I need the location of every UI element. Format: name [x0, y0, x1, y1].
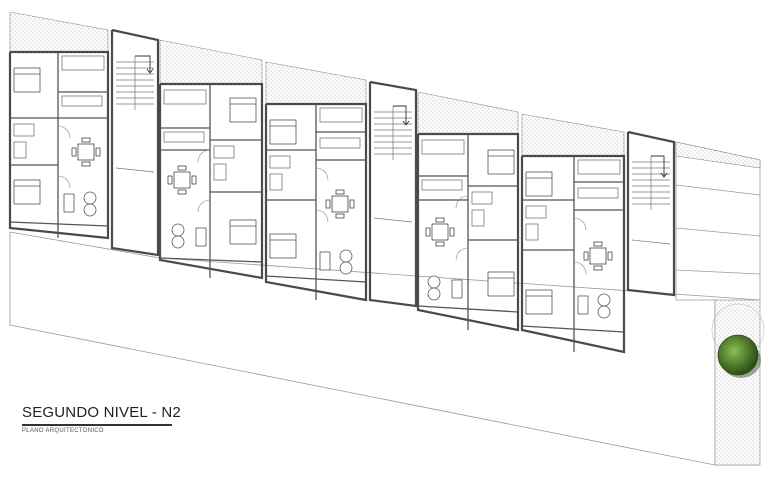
interior-walls: [9, 52, 625, 352]
fixtures: [13, 55, 621, 241]
drawing-title: SEGUNDO NIVEL - N2: [22, 404, 181, 421]
stair-arrow-icon: [135, 55, 668, 178]
door-swings: [57, 125, 587, 275]
tree-icon: [711, 303, 765, 378]
patio-hatch: [9, 11, 761, 466]
stair-flights: [115, 56, 671, 245]
exterior-walls: [8, 28, 676, 354]
title-underline: [22, 424, 172, 426]
dining-table-icon: [71, 137, 613, 271]
stair-1: [115, 56, 155, 173]
bed-icon: [13, 67, 553, 315]
armchair-icon: [63, 191, 611, 319]
drawing-subtitle: PLANO ARQUITECTONICO: [22, 428, 104, 434]
